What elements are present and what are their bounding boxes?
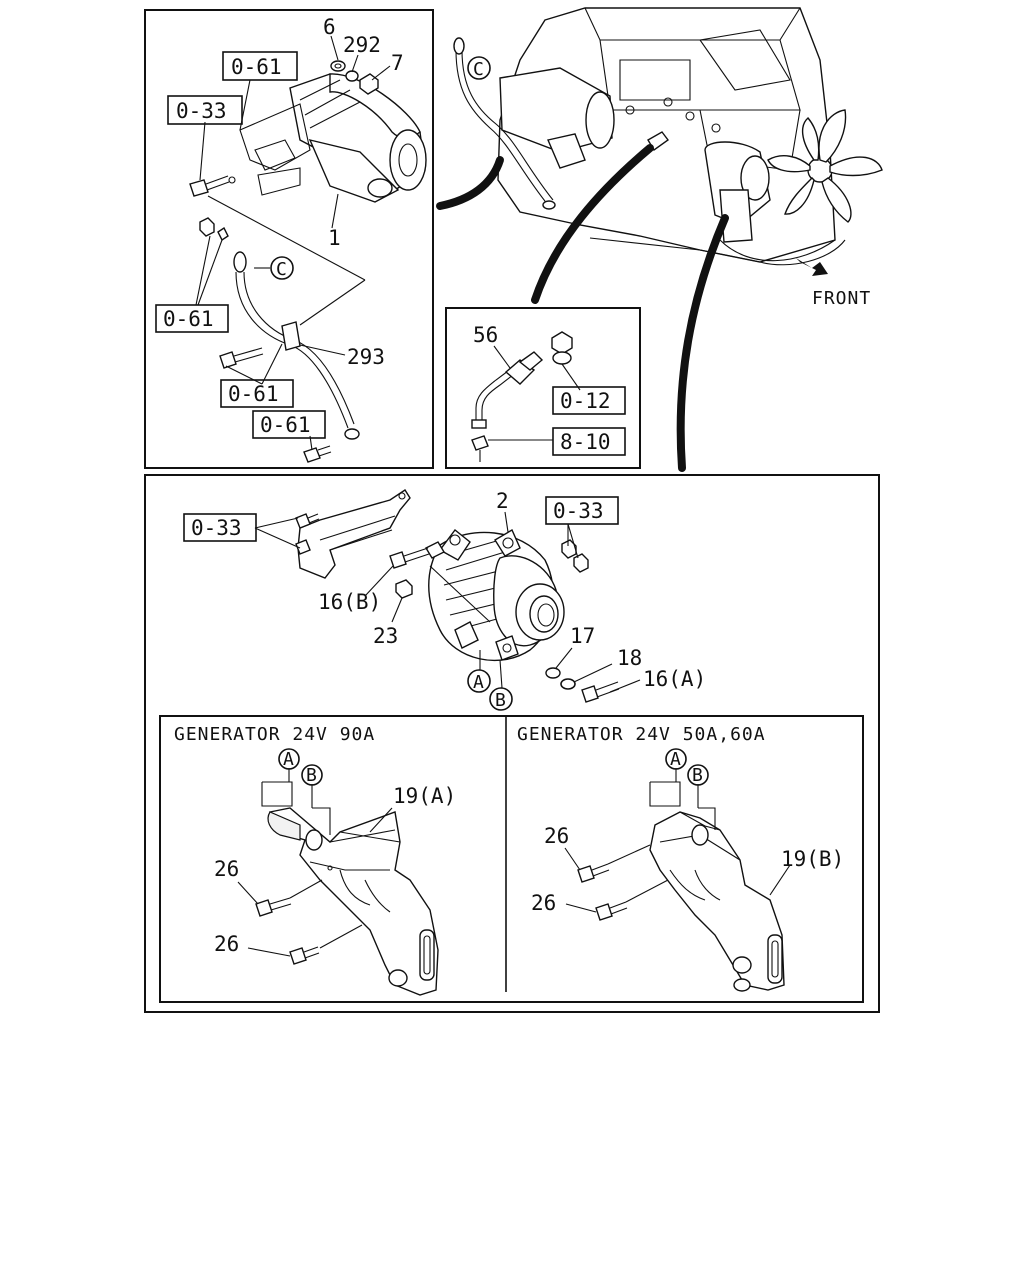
- bracket-bolts-part: [255, 897, 320, 965]
- part-number-label: 18: [617, 646, 642, 670]
- generator-part: [425, 528, 565, 662]
- front-label: FRONT: [812, 288, 871, 309]
- bracket-bolts-part: [577, 863, 628, 921]
- ref-box: [252, 410, 326, 439]
- ref-label: 0-61: [228, 382, 279, 406]
- part-number-label: 7: [391, 51, 404, 75]
- ref-label: 0-61: [231, 55, 282, 79]
- ref-label: 8-10: [560, 430, 611, 454]
- callout-circle: [489, 687, 513, 711]
- part-number-label: 17: [570, 624, 595, 648]
- bracket-19a-part: [267, 807, 439, 996]
- part-number-label: 19(B): [781, 847, 844, 871]
- lead-sensor: [531, 144, 654, 304]
- callout-circle: [467, 669, 491, 693]
- washer-6-part: [330, 60, 346, 72]
- ref-label: 0-33: [176, 99, 227, 123]
- callout-letter: A: [473, 672, 485, 693]
- starter-motor-part: [239, 73, 427, 203]
- engine-overview: [453, 7, 883, 266]
- part-number-label: 16(B): [318, 590, 381, 614]
- part-number-label: 16(A): [643, 667, 706, 691]
- ref-label: 0-33: [191, 516, 242, 540]
- ref-box: [220, 379, 294, 408]
- cooling-fan-icon: [767, 109, 883, 223]
- sensor-panel-frame: [445, 307, 641, 469]
- battery-cable-part: [233, 251, 360, 440]
- ref-box: [167, 95, 243, 125]
- lead-starter: [436, 156, 504, 210]
- part-number-label: 2: [496, 489, 509, 513]
- part-number-label: 292: [343, 33, 381, 57]
- ref-box: [183, 513, 257, 542]
- part-number-label: 26: [214, 857, 239, 881]
- part-number-label: 26: [531, 891, 556, 915]
- ref-box: [552, 427, 626, 456]
- front-arrow-icon: [796, 258, 828, 276]
- ref-label: 0-61: [163, 307, 214, 331]
- ring-18-part: [560, 678, 576, 690]
- callout-circle: [687, 764, 709, 786]
- cable-bolts-part: [199, 217, 332, 463]
- adjust-bracket-part: [297, 489, 411, 579]
- part-number-label: 293: [347, 345, 385, 369]
- bracket-panel-frame: [159, 715, 864, 1003]
- callout-letter: A: [283, 749, 295, 770]
- generator-bolts-part: [295, 513, 589, 599]
- callout-letter: A: [670, 749, 682, 770]
- callout-letter: B: [692, 765, 704, 786]
- callout-circle: [270, 256, 294, 280]
- callout-letter: B: [306, 765, 318, 786]
- generator-panel-frame: [144, 474, 880, 1013]
- ref-box: [552, 386, 626, 415]
- sensor-wire-part: [471, 351, 544, 462]
- part-number-label: 19(A): [393, 784, 456, 808]
- part-number-label: 6: [323, 15, 336, 39]
- caption-generator-90a: GENERATOR 24V 90A: [174, 724, 375, 745]
- ref-label: 0-33: [553, 499, 604, 523]
- washer-17-part: [545, 667, 561, 679]
- ref-label: 0-12: [560, 389, 611, 413]
- part-number-label: 56: [473, 323, 498, 347]
- sensor-fitting-part: [551, 331, 573, 365]
- callout-letter: B: [495, 690, 507, 711]
- part-number-label: 26: [544, 824, 569, 848]
- part-number-label: 1: [328, 226, 341, 250]
- ref-box: [222, 51, 298, 81]
- ref-box: [545, 496, 619, 525]
- washer-292-part: [345, 70, 359, 82]
- part-number-label: 26: [214, 932, 239, 956]
- callout-letter: C: [276, 259, 288, 280]
- callout-circle: [301, 764, 323, 786]
- lead-generator: [676, 214, 729, 472]
- ref-box: [155, 304, 229, 333]
- caption-generator-50-60a: GENERATOR 24V 50A,60A: [517, 724, 766, 745]
- bolt-16a-part: [581, 681, 620, 703]
- bracket-19b-part: [649, 811, 785, 992]
- starter-panel-frame: [144, 9, 434, 469]
- callout-letter: C: [473, 59, 485, 80]
- callout-circle: [278, 748, 300, 770]
- starter-bolt-part: [189, 175, 236, 197]
- ref-label: 0-61: [260, 413, 311, 437]
- callout-circle: [467, 56, 491, 80]
- callout-circle: [665, 748, 687, 770]
- part-number-label: 23: [373, 624, 398, 648]
